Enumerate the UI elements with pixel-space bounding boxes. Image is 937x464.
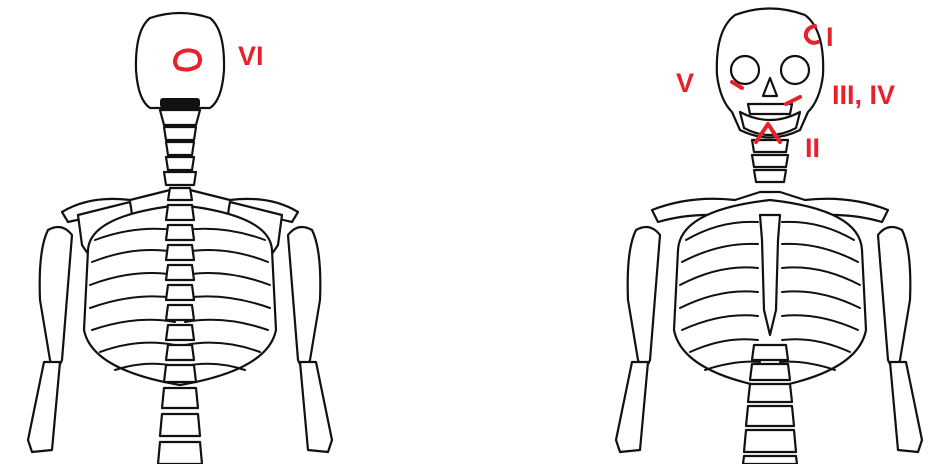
label-i: I bbox=[826, 22, 834, 52]
label-ii: II bbox=[805, 133, 820, 163]
posterior-left-humerus bbox=[40, 227, 72, 368]
anterior-right-humerus bbox=[878, 227, 910, 368]
label-iii-iv: III, IV bbox=[832, 80, 895, 110]
posterior-cervical-spine bbox=[160, 110, 200, 185]
posterior-skull bbox=[136, 13, 224, 108]
right-orbit bbox=[781, 56, 809, 84]
posterior-right-forearm bbox=[300, 362, 332, 452]
label-v: V bbox=[676, 68, 694, 98]
anterior-left-humerus bbox=[628, 227, 660, 368]
anterior-left-forearm bbox=[616, 362, 648, 452]
posterior-right-humerus bbox=[288, 227, 320, 368]
posterior-skeleton bbox=[28, 13, 332, 464]
left-orbit bbox=[731, 56, 759, 84]
anterior-right-forearm bbox=[890, 362, 922, 452]
anterior-cervical-spine bbox=[752, 140, 788, 182]
posterior-left-forearm bbox=[28, 362, 60, 452]
anterior-skeleton bbox=[616, 9, 922, 464]
occipital-base bbox=[160, 98, 200, 108]
label-vi: VI bbox=[238, 41, 264, 71]
